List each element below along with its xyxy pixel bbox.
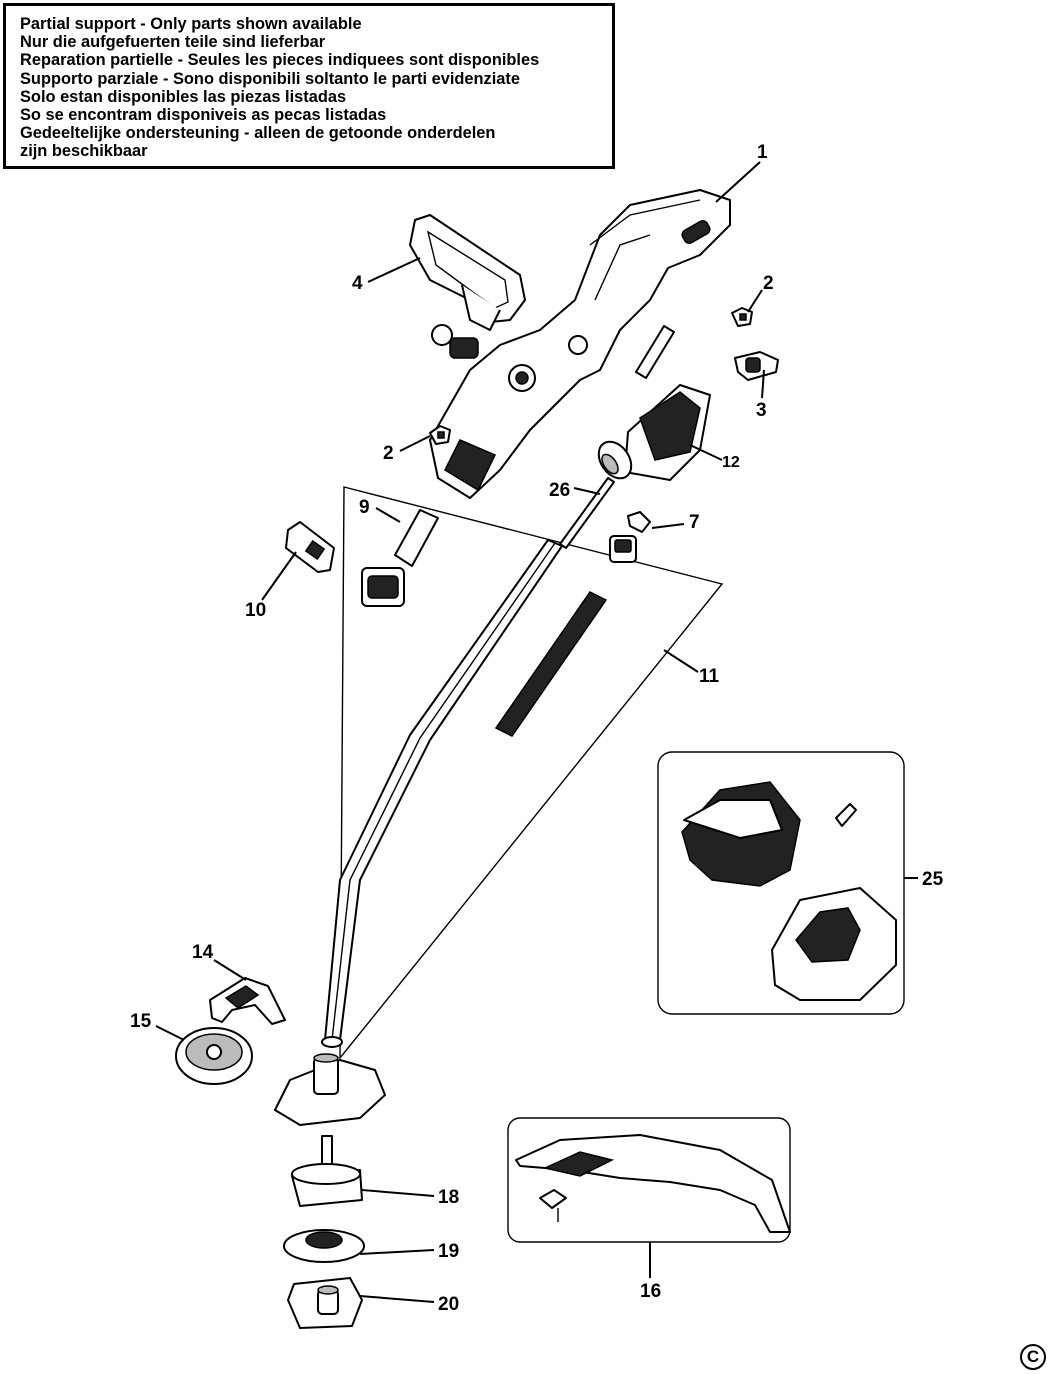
part-main-handle (429, 189, 731, 499)
notice-line: So se encontram disponiveis as pecas lis… (20, 106, 387, 125)
callout-3: 3 (756, 400, 767, 421)
notice-box: Partial support - Only parts shown avail… (3, 3, 615, 169)
leader-11 (663, 649, 699, 673)
leader-7 (651, 523, 685, 529)
part-drive-shaft (559, 477, 615, 549)
part-spool (283, 1229, 365, 1263)
leader-4 (367, 257, 421, 283)
part-clip (627, 511, 651, 533)
leader-20 (359, 1295, 435, 1303)
part-base-cap (287, 1277, 363, 1329)
part-switch-middle (429, 425, 451, 445)
leader-2a (747, 289, 763, 313)
callout-4: 4 (352, 273, 363, 294)
leader-9 (375, 507, 401, 523)
notice-line: Partial support - Only parts shown avail… (20, 15, 362, 33)
leader-18 (361, 1189, 435, 1197)
part-spool-carrier (291, 1135, 363, 1207)
callout-19: 19 (438, 1241, 459, 1262)
callout-14: 14 (192, 942, 214, 963)
notice-line: Solo estan disponibles las piezas listad… (20, 87, 347, 106)
leader-1 (715, 161, 761, 203)
part-auxiliary-handle (409, 214, 526, 359)
leader-14 (213, 959, 247, 981)
part-cover-inset (657, 751, 905, 1015)
part-tube-insert (635, 325, 675, 379)
part-shaft-tube (321, 539, 563, 1048)
notice-line: zijn beschikbaar (20, 142, 148, 161)
callout-20: 20 (438, 1294, 459, 1315)
shaft-assembly-outline (339, 486, 724, 1061)
callout-26: 26 (549, 480, 570, 501)
part-switch-module (361, 509, 439, 607)
callout-9: 9 (359, 497, 370, 518)
copyright-symbol: C (1020, 1344, 1046, 1370)
callout-25: 25 (922, 869, 944, 890)
callout-11: 11 (699, 666, 720, 687)
callout-2a: 2 (763, 273, 774, 294)
callout-18: 18 (438, 1187, 459, 1208)
callout-12: 12 (722, 454, 740, 471)
leader-19 (359, 1249, 435, 1255)
notice-line: Reparation partielle - Seules les pieces… (20, 51, 540, 70)
callout-15: 15 (130, 1011, 152, 1032)
callout-2b: 2 (383, 443, 394, 464)
leader-3 (761, 369, 765, 399)
part-guard-inset (507, 1117, 791, 1243)
part-motor (597, 384, 711, 481)
callout-7: 7 (689, 512, 700, 533)
part-spool-cap (175, 1027, 253, 1085)
part-switch-top (731, 307, 753, 327)
part-clamp (285, 521, 335, 573)
part-latch (209, 977, 286, 1025)
leader-15 (155, 1025, 185, 1041)
callout-1: 1 (757, 142, 768, 163)
callout-16: 16 (640, 1281, 661, 1302)
part-spool-housing (274, 1053, 386, 1126)
leader-12 (689, 444, 723, 461)
callout-10: 10 (245, 600, 266, 621)
leader-26 (573, 487, 601, 495)
leader-10 (261, 551, 297, 601)
part-switch-assembly (734, 351, 779, 381)
part-bushing (609, 535, 637, 563)
notice-line: Nur die aufgefuerten teile sind lieferba… (20, 33, 326, 52)
notice-line: Gedeeltelijke ondersteuning - alleen de … (20, 124, 496, 143)
leader-2b (399, 435, 431, 452)
notice-line: Supporto parziale - Sono disponibili sol… (20, 69, 520, 88)
part-cable-cover (494, 591, 608, 737)
